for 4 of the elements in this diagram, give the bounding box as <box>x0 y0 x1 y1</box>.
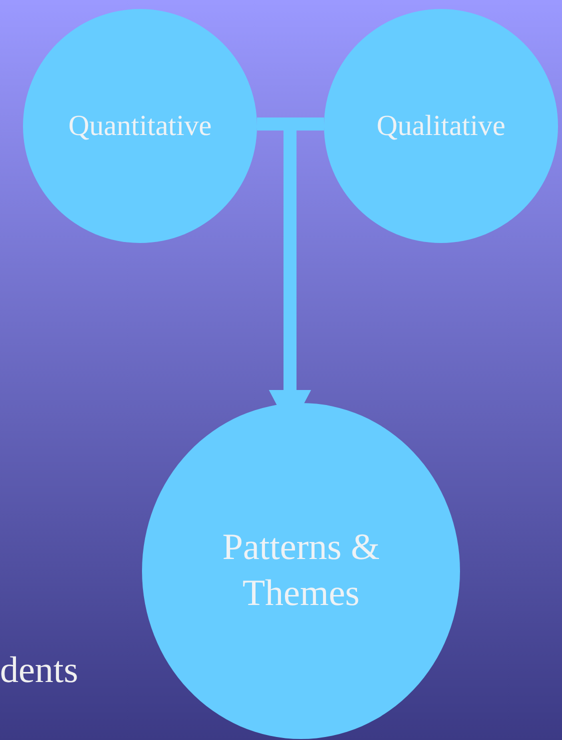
text-fragment: dents <box>0 652 78 689</box>
node-label: Quantitative <box>68 108 212 144</box>
node-label: Patterns & Themes <box>221 526 381 616</box>
node-label: Qualitative <box>376 108 506 144</box>
